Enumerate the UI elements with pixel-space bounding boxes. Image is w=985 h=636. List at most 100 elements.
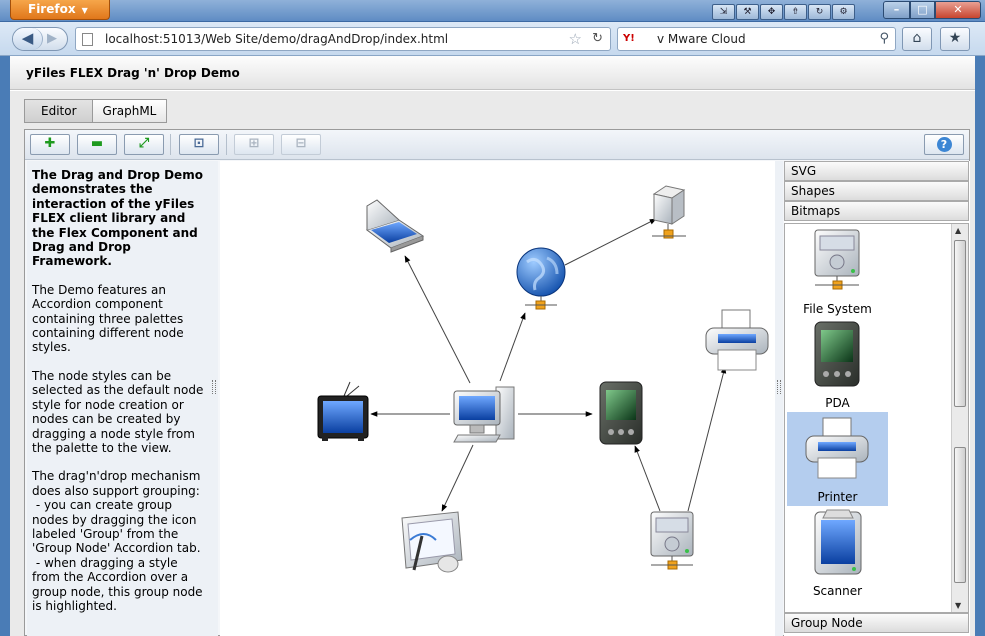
scroll-up-icon[interactable]: ▲ (955, 226, 962, 235)
back-arrow-icon: ◀ (21, 29, 34, 47)
left-splitter[interactable] (210, 161, 218, 636)
palette-item-printer[interactable]: Printer (787, 412, 888, 506)
firefox-menu-button[interactable]: Firefox▼ (10, 0, 110, 20)
refresh-icon[interactable]: ↻ (808, 4, 831, 20)
fit-content-button[interactable]: ⤢ (124, 134, 164, 155)
tray-icons: ⇲⚒✥⇮↻⚙ (712, 3, 856, 20)
zoom-box-icon: ⊡ (193, 136, 205, 151)
app-header: yFiles FLEX Drag 'n' Drop Demo (10, 56, 975, 90)
palette-item-pda[interactable]: PDA (787, 318, 888, 412)
edge-globe-server[interactable] (564, 218, 657, 266)
accordion-header-svg[interactable]: SVG (784, 161, 969, 181)
url-text[interactable]: localhost:51013/Web Site/demo/dragAndDro… (105, 32, 449, 46)
navigation-bar: ◀ ▶ localhost:51013/Web Site/demo/dragAn… (0, 22, 985, 56)
toolbar-separator (170, 134, 171, 155)
accordion-header-bitmaps[interactable]: Bitmaps (784, 201, 969, 221)
scrollbar-track-lower[interactable] (954, 447, 966, 583)
accordion-header-group-node[interactable]: Group Node (784, 613, 969, 633)
description-paragraph: The node styles can be selected as the d… (32, 368, 208, 455)
app-title: yFiles FLEX Drag 'n' Drop Demo (26, 66, 240, 80)
tools-icon[interactable]: ⚒ (736, 4, 759, 20)
file-system-node-icon[interactable] (650, 511, 694, 570)
search-input[interactable]: v Mware Cloud (657, 32, 746, 46)
printer-icon (805, 417, 869, 479)
palette-scrollbar[interactable]: ▲ ▼ (951, 224, 968, 612)
edge-workstation-tablet[interactable] (441, 444, 474, 512)
edge-filesystem-pda[interactable] (634, 445, 661, 512)
workstation-node-icon[interactable] (453, 386, 515, 443)
forward-button[interactable]: ▶ (47, 28, 57, 50)
server-node-icon[interactable] (652, 185, 686, 239)
move-icon[interactable]: ✥ (760, 4, 783, 20)
tablet-node-icon[interactable] (401, 511, 463, 573)
palette-item-file-system[interactable]: File System (787, 224, 888, 318)
firefox-menu-label: Firefox (28, 2, 76, 16)
description-paragraph: The Demo features an Accordion component… (32, 282, 188, 355)
zoom-out-button[interactable]: ▬ (77, 134, 117, 155)
plus-icon: ✚ (44, 136, 56, 151)
settings-icon[interactable]: ⚙ (832, 4, 855, 20)
ungroup-button[interactable]: ⊟ (281, 134, 321, 155)
group-button[interactable]: ⊞ (234, 134, 274, 155)
pda-icon (814, 321, 860, 387)
app-body: Editor GraphML ✚ ▬ ⤢ ⊡ ⊞ ⊟ ? The Drag an… (10, 91, 975, 636)
home-icon: ⌂ (912, 30, 922, 46)
palette-item-label: PDA (825, 396, 850, 410)
pda-node-icon[interactable] (599, 381, 643, 445)
browser-titlebar: Firefox▼ ⇲⚒✥⇮↻⚙ –□✕ (0, 0, 985, 22)
right-splitter[interactable] (775, 161, 783, 636)
back-button[interactable]: ◀ (13, 28, 43, 50)
graph-canvas[interactable] (220, 161, 775, 636)
description-panel: The Drag and Drop Demo demonstrates the … (27, 161, 210, 636)
scanner-node-icon[interactable] (365, 199, 425, 253)
page-icon (82, 33, 93, 46)
search-icon[interactable]: ⚲ (879, 31, 889, 46)
search-box[interactable]: Y! v Mware Cloud ⚲ (617, 27, 896, 51)
download-icon[interactable]: ⇲ (712, 4, 735, 20)
search-engine-icon[interactable]: Y! (623, 33, 635, 44)
help-icon: ? (936, 137, 952, 152)
window-controls: –□✕ (883, 1, 981, 19)
palette-item-label: Printer (817, 490, 858, 504)
reload-icon[interactable]: ↻ (592, 31, 603, 46)
tab-graphml[interactable]: GraphML (91, 99, 168, 123)
minus-icon: ▬ (90, 136, 104, 151)
help-button[interactable]: ? (924, 134, 964, 155)
tab-bar: Editor GraphML (24, 99, 168, 123)
ungroup-icon: ⊟ (295, 136, 307, 151)
fit-icon: ⤢ (138, 136, 150, 151)
close-button[interactable]: ✕ (935, 1, 981, 19)
globe-node-icon[interactable] (516, 247, 566, 310)
file-system-icon (814, 229, 860, 290)
toolbar-separator (226, 134, 227, 155)
tab-editor[interactable]: Editor (24, 99, 93, 123)
forward-arrow-icon: ▶ (47, 31, 57, 46)
edge-workstation-globe[interactable] (499, 312, 526, 382)
upload-icon[interactable]: ⇮ (784, 4, 807, 20)
edge-filesystem-printer[interactable] (687, 366, 727, 512)
description-paragraph: The drag'n'drop mechanism does also supp… (32, 469, 203, 613)
edge-workstation-scanner[interactable] (404, 255, 471, 384)
home-button[interactable]: ⌂ (902, 27, 932, 51)
bitmaps-palette: File System PDA (784, 223, 969, 613)
address-bar[interactable]: localhost:51013/Web Site/demo/dragAndDro… (75, 27, 611, 51)
splitter-grip-icon (212, 380, 216, 394)
palette-item-label: File System (803, 302, 872, 316)
scrollbar-thumb[interactable] (954, 240, 966, 407)
bookmark-star-icon[interactable]: ☆ (568, 30, 582, 48)
accordion-header-shapes[interactable]: Shapes (784, 181, 969, 201)
scroll-down-icon[interactable]: ▼ (955, 601, 962, 610)
bookmarks-icon: ★ (948, 30, 962, 46)
printer-node-icon[interactable] (705, 309, 769, 371)
editor-toolbar: ✚ ▬ ⤢ ⊡ ⊞ ⊟ ? (25, 130, 969, 160)
bookmarks-button[interactable]: ★ (940, 27, 970, 51)
scanner-icon (814, 509, 862, 575)
editor-panel: ✚ ▬ ⤢ ⊡ ⊞ ⊟ ? The Drag and Drop Demo dem… (24, 129, 970, 636)
tv-node-icon[interactable] (317, 381, 369, 441)
overview-button[interactable]: ⊡ (179, 134, 219, 155)
minimize-button[interactable]: – (883, 1, 910, 19)
maximize-button[interactable]: □ (910, 1, 935, 19)
zoom-in-button[interactable]: ✚ (30, 134, 70, 155)
palette-item-scanner[interactable]: Scanner (787, 506, 888, 600)
graph-svg[interactable] (220, 161, 775, 636)
